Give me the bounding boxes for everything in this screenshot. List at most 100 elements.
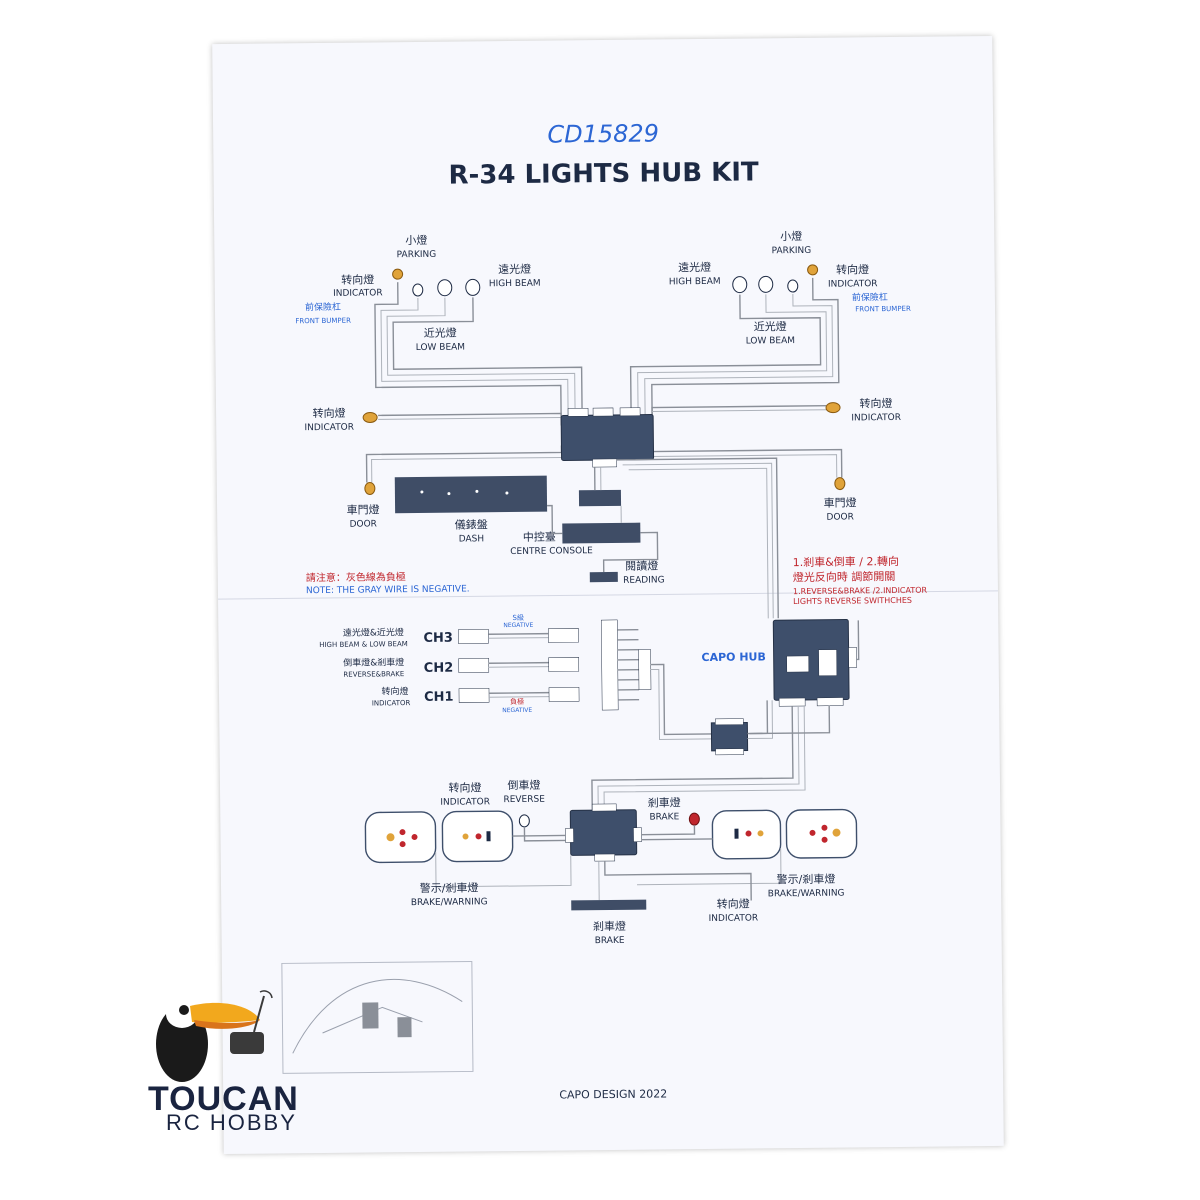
label: READING [623,575,665,585]
label: 遠光燈&近光燈 [343,626,404,639]
label: HIGH BEAM & LOW BEAM [319,640,408,649]
label: S級 [512,613,524,622]
label: 前保險杠 [305,301,341,313]
tail-light-right [637,808,858,886]
label: 中控臺 [523,530,556,544]
label: 小燈 [405,233,427,247]
wiring-diagram: CD15829 R-34 LIGHTS HUB KIT 小燈 PARKING 转… [218,119,998,1102]
reverse-bulb-icon [518,814,530,828]
kit-title: R-34 LIGHTS HUB KIT [448,157,759,190]
toucan-logo: TOUCAN RC HOBBY [142,984,362,1135]
label: INDICATOR [333,288,383,299]
label: 转向燈 [717,897,750,911]
wire [747,700,774,740]
wire [604,861,752,901]
bulb-icon [412,283,424,297]
switch-note-en: 1.REVERSE&BRAKE /2.INDICATOR [793,586,928,596]
label: BRAKE/WARNING [768,889,845,900]
label: 車門燈 [347,502,380,516]
amber-bulb-icon [834,477,846,491]
fold-line [218,590,998,600]
capo-hub-label: CAPO HUB [701,650,765,664]
label: 警示/剎車燈 [420,880,479,895]
inline-connector [710,718,749,756]
label: HIGH BEAM [669,277,721,288]
wire [597,706,800,811]
logo-line-2: RC HOBBY [166,1110,297,1135]
label: 近光燈 [754,319,787,333]
label: BRAKE [649,812,679,822]
dash-panel [394,475,548,514]
bulb-icon [437,279,453,297]
reading-light-panel [589,571,618,583]
label: 转向燈 [313,406,346,420]
channel-label: CH1 [424,690,454,705]
wire [603,705,806,811]
label: NEGATIVE [502,707,532,714]
label: DOOR [826,512,853,522]
channel-cables [458,628,580,703]
label: DASH [459,534,485,544]
negative-note-cn: 請注意：灰色線為負極 [306,570,406,584]
label: CENTRE CONSOLE [510,546,593,557]
rear-hub-board [565,803,642,862]
label: LOW BEAM [416,342,465,353]
logo-line-1: TOUCAN [148,1080,299,1118]
wire [523,826,566,842]
switch-note-en: LIGHTS REVERSE SWITHCHES [793,596,912,606]
channel-label: CH3 [423,631,453,646]
kit-code: CD15829 [547,119,659,148]
label: FRONT BUMPER [295,317,351,326]
label: 倒車燈&剎車燈 [343,656,404,669]
footer-credit: CAPO DESIGN 2022 [559,1087,667,1101]
console-panel [562,489,641,544]
label: PARKING [772,246,812,256]
label: INDICATOR [372,699,411,707]
amber-bulb-icon [807,264,819,276]
label: INDICATOR [440,797,490,808]
label: 倒車燈 [507,778,540,792]
label: 閱讀燈 [625,558,658,572]
car-sketch [281,960,474,1074]
label: INDICATOR [304,423,354,434]
label: 儀錶盤 [455,517,488,531]
label: REVERSE&BRAKE [343,670,404,679]
amber-bulb-icon [825,402,841,414]
channel-label: CH2 [424,661,454,676]
label: INDICATOR [851,413,901,424]
label: 转向燈 [341,272,374,286]
wire [749,705,831,735]
label: LOW BEAM [746,336,795,347]
label: 转向燈 [859,396,892,410]
label: 转向燈 [836,262,869,276]
label: 小燈 [780,229,802,243]
receiver-header [601,619,712,740]
label: INDICATOR [828,279,878,290]
bulb-icon [758,275,774,293]
label: BRAKE [595,936,625,946]
amber-bulb-icon [362,411,378,423]
label: 剎車燈 [648,795,681,809]
bulb-icon [465,278,481,296]
label: 转向燈 [448,780,481,794]
label: FRONT BUMPER [855,305,911,314]
label: HIGH BEAM [489,279,541,290]
label: 转向燈 [381,685,408,697]
label: 剎車燈 [593,919,626,933]
bulb-icon [732,276,748,294]
tail-light-left [364,810,572,888]
instruction-sheet: CD15829 R-34 LIGHTS HUB KIT 小燈 PARKING 转… [212,35,1004,1155]
amber-bulb-icon [392,268,404,280]
toucan-bird-icon [156,990,273,1082]
label: 前保險杠 [852,291,888,303]
label: BRAKE/WARNING [411,897,488,908]
label: NEGATIVE [503,622,533,629]
brake-bar [571,899,647,911]
label: INDICATOR [709,913,759,924]
front-hub-board [560,407,655,468]
amber-bulb-icon [364,481,376,495]
label: 近光燈 [424,326,457,340]
label: REVERSE [503,795,545,805]
wire [641,825,696,836]
bulb-icon [787,279,799,293]
